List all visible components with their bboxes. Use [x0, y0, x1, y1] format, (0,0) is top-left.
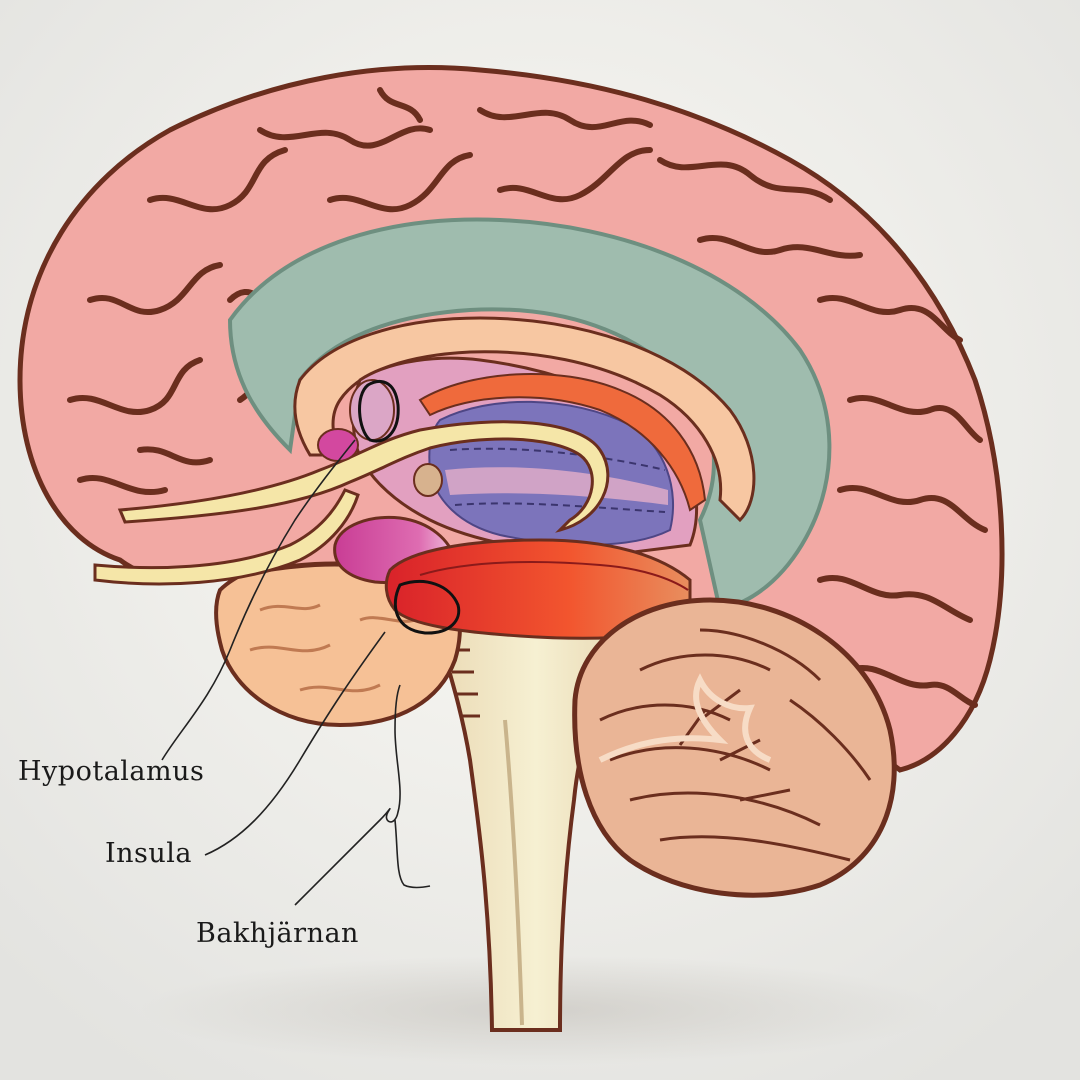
ventricle-dash-upper	[449, 447, 666, 471]
mammillary-body	[413, 463, 443, 497]
temporal-folds	[249, 603, 421, 693]
hindbrain-label: Bakhjärnan	[196, 918, 359, 949]
cerebellum-arbor	[598, 673, 772, 763]
fornix-lower	[93, 488, 360, 586]
basal-ganglia-arc	[418, 373, 707, 512]
ventricle-dash-lower	[454, 502, 666, 513]
hypothalamus-leader	[161, 439, 356, 761]
hypothalamus-nucleus	[349, 379, 395, 441]
hindbrain-leader	[294, 684, 431, 906]
hypothalamus-marker	[358, 380, 400, 443]
insula-leader	[204, 631, 386, 856]
cerebellum-folia	[599, 628, 872, 862]
pons-lines	[450, 648, 480, 718]
hypothalamus-label: Hypotalamus	[18, 756, 205, 787]
insula-label: Insula	[105, 838, 193, 869]
hippocampus-fold	[419, 561, 689, 591]
insula-marker	[393, 580, 461, 635]
brainstem-groove	[503, 719, 524, 1026]
ventricle-stripe	[445, 467, 668, 505]
corpus-callosum	[293, 316, 756, 523]
cortex-folds	[67, 87, 988, 708]
